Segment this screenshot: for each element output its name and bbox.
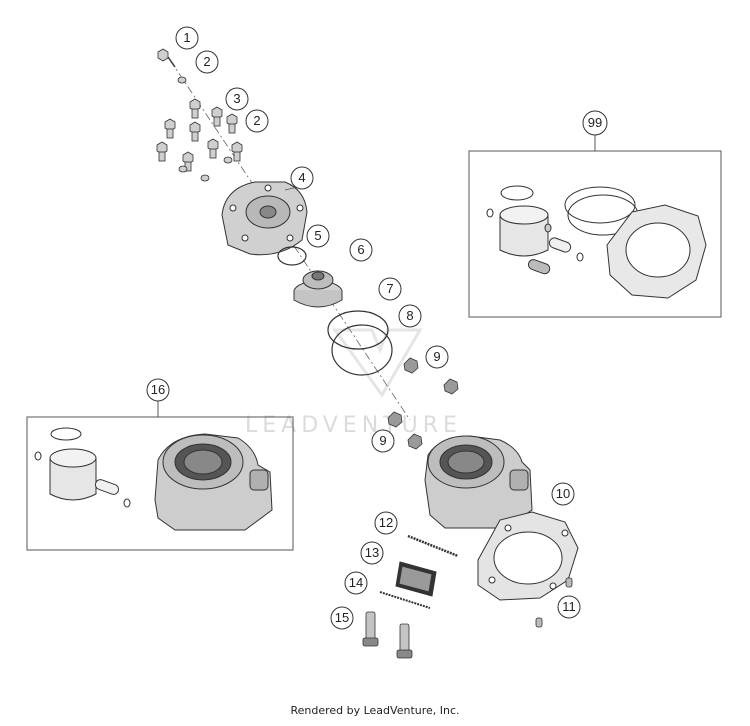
callouts: 1 2 3 2 4 5 6 7 8 9 9 10 11 12 13 14 15 … <box>146 26 608 630</box>
svg-text:9: 9 <box>379 433 386 448</box>
callout-2b: 2 <box>245 109 269 133</box>
footer-credit: Rendered by LeadVenture, Inc. <box>290 704 460 717</box>
svg-text:2: 2 <box>253 113 260 128</box>
svg-text:16: 16 <box>151 382 165 397</box>
cylinder-nuts <box>387 357 459 450</box>
callout-16: 16 <box>146 378 170 402</box>
callout-15: 15 <box>330 606 354 630</box>
cylinder-base-gasket <box>477 511 579 601</box>
callout-3: 3 <box>225 87 249 111</box>
callout-2: 2 <box>195 50 219 74</box>
svg-text:12: 12 <box>379 515 393 530</box>
callout-11: 11 <box>557 595 581 619</box>
svg-text:14: 14 <box>349 575 363 590</box>
screws <box>362 611 413 659</box>
svg-text:4: 4 <box>298 170 305 185</box>
svg-text:99: 99 <box>588 115 602 130</box>
svg-text:9: 9 <box>433 349 440 364</box>
callout-9a: 9 <box>425 345 449 369</box>
callout-99: 99 <box>582 110 608 136</box>
callout-12: 12 <box>374 511 398 535</box>
svg-text:11: 11 <box>562 599 576 614</box>
svg-text:7: 7 <box>386 281 393 296</box>
svg-text:1: 1 <box>183 30 190 45</box>
cylinder-head <box>221 181 308 256</box>
dowel-pins <box>535 577 573 628</box>
svg-text:2: 2 <box>203 54 210 69</box>
callout-5: 5 <box>306 224 330 248</box>
callout-6: 6 <box>349 238 373 262</box>
svg-text:13: 13 <box>365 545 379 560</box>
callout-8: 8 <box>398 304 422 328</box>
combustion-chamber-insert <box>293 270 343 308</box>
callout-14: 14 <box>344 571 368 595</box>
box-16-cylinder-kit <box>26 401 294 551</box>
o-ring <box>277 246 307 266</box>
box-99-piston-kit <box>468 134 722 318</box>
callout-1: 1 <box>175 26 199 50</box>
callout-10: 10 <box>551 482 575 506</box>
large-o-rings <box>327 310 393 376</box>
svg-text:5: 5 <box>314 228 321 243</box>
svg-text:3: 3 <box>233 91 240 106</box>
callout-7: 7 <box>378 277 402 301</box>
reed-parts <box>379 534 459 609</box>
svg-text:15: 15 <box>335 610 349 625</box>
svg-text:6: 6 <box>357 242 364 257</box>
watermark: LEADVENTURE <box>245 328 457 438</box>
svg-text:8: 8 <box>406 308 413 323</box>
callout-9b: 9 <box>371 429 395 453</box>
callout-13: 13 <box>360 541 384 565</box>
cylinder-head-bolts <box>156 48 243 182</box>
svg-text:10: 10 <box>556 486 570 501</box>
cylinder <box>424 435 533 529</box>
callout-4: 4 <box>290 166 314 190</box>
